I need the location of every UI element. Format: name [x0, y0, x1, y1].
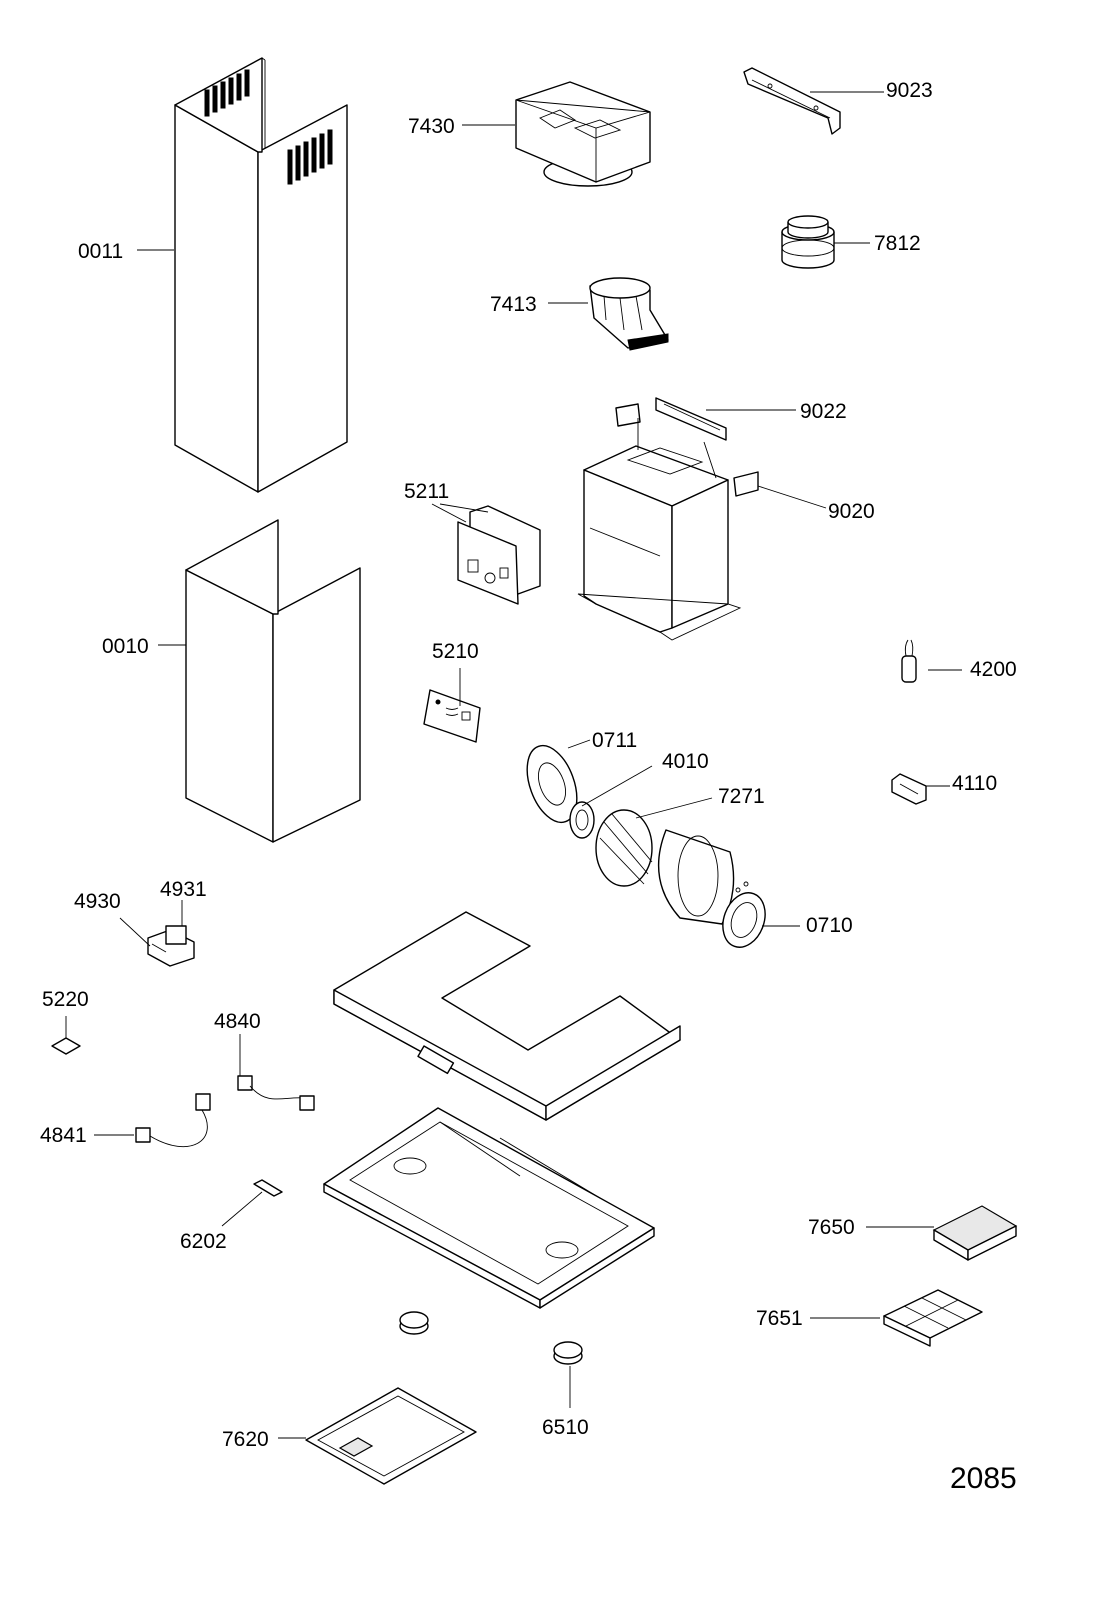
- capacitor-part: [901, 639, 917, 683]
- label-0011: 0011: [78, 240, 123, 263]
- label-7650: 7650: [808, 1216, 855, 1239]
- label-7651: 7651: [756, 1307, 803, 1330]
- drawing-code: 2085: [950, 1462, 1017, 1495]
- label-0710: 0710: [806, 914, 853, 937]
- label-6510: 6510: [542, 1416, 589, 1439]
- carbon-filter-part: [932, 1205, 1018, 1261]
- label-7620: 7620: [222, 1428, 269, 1451]
- bracket-9020-part: [733, 471, 759, 497]
- label-4931: 4931: [160, 878, 207, 901]
- label-7413: 7413: [490, 293, 537, 316]
- air-diverter-part: [515, 81, 651, 187]
- control-box-part: [457, 505, 541, 605]
- collar-ring-part: [781, 215, 835, 269]
- label-6202: 6202: [180, 1230, 227, 1253]
- label-4841: 4841: [40, 1124, 87, 1147]
- cable-harness-part: [237, 1075, 315, 1111]
- label-4010: 4010: [662, 750, 709, 773]
- power-cable-part: [135, 1093, 211, 1147]
- hood-body-part: [323, 1107, 655, 1309]
- label-4200: 4200: [970, 658, 1017, 681]
- grease-filter-part: [305, 1387, 477, 1485]
- label-5220: 5220: [42, 988, 89, 1011]
- label-5210: 5210: [432, 640, 479, 663]
- small-plate-part: [51, 1037, 81, 1055]
- label-4930: 4930: [74, 890, 121, 913]
- upper-chimney-part: [174, 57, 348, 493]
- label-7430: 7430: [408, 115, 455, 138]
- motor-housing-part: [577, 397, 742, 641]
- duct-adapter-part: [589, 277, 669, 351]
- control-board-part: [423, 689, 481, 743]
- label-9020: 9020: [828, 500, 875, 523]
- lower-chimney-part: [185, 519, 361, 843]
- label-4110: 4110: [952, 772, 997, 795]
- label-7812: 7812: [874, 232, 921, 255]
- light-switch-part: [147, 925, 195, 967]
- label-9022: 9022: [800, 400, 847, 423]
- wall-bracket-part: [743, 67, 841, 135]
- top-plate-part: [333, 911, 681, 1121]
- label-7271: 7271: [718, 785, 765, 808]
- filter-frame-part: [883, 1289, 983, 1347]
- transformer-part: [891, 773, 927, 805]
- control-knob-part: [399, 1311, 583, 1365]
- label-0010: 0010: [102, 635, 149, 658]
- blower-assembly-part: [526, 744, 766, 948]
- label-9023: 9023: [886, 79, 933, 102]
- label-0711: 0711: [592, 729, 637, 752]
- label-4840: 4840: [214, 1010, 261, 1033]
- light-cover-part: [253, 1179, 283, 1197]
- label-5211: 5211: [404, 480, 449, 503]
